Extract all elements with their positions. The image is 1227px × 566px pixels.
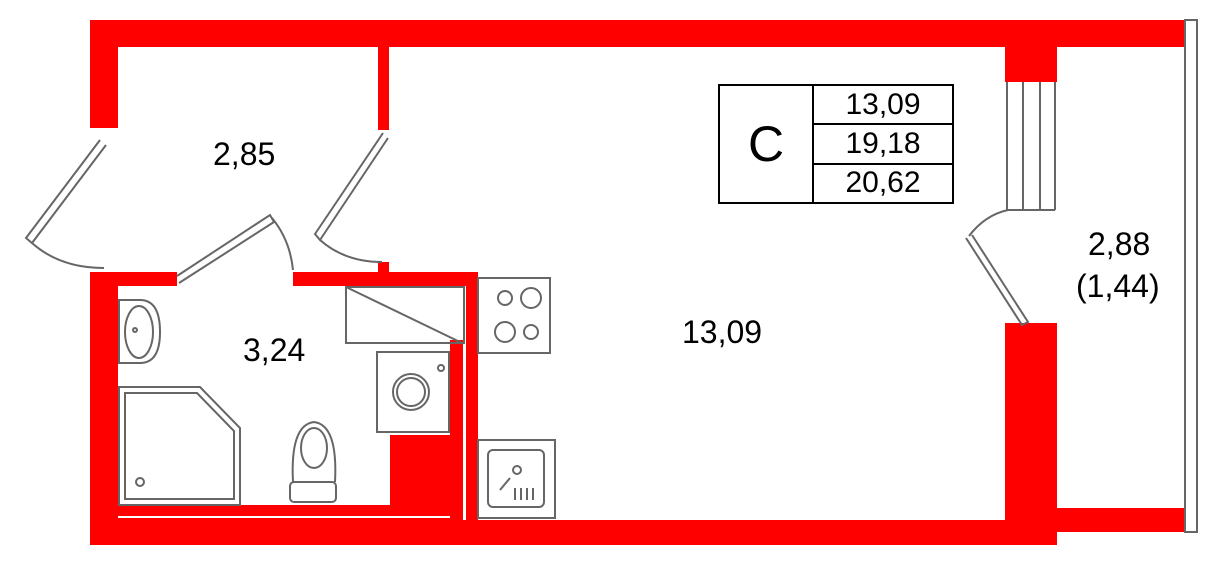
kitchen-sink-drain (512, 465, 522, 475)
room-door-swing (319, 239, 383, 263)
washing-machine-drum (392, 373, 430, 411)
wall-column-top (1005, 47, 1057, 82)
shower-tray-inner (124, 392, 235, 500)
total-with-balcony-value: 20,62 (845, 166, 921, 200)
living-area-value: 13,09 (814, 86, 952, 126)
wall-bathroom-floor (118, 505, 452, 522)
toilet-bowl (291, 420, 337, 483)
bathroom-cabinet (345, 286, 465, 344)
kitchen-sink-bowl (487, 449, 545, 508)
wall-balcony-bottom (1057, 508, 1185, 532)
sink-drain (132, 327, 138, 333)
stove-burners (494, 287, 542, 343)
shower-drain (135, 477, 145, 487)
balcony-reduced-area-label: (1,44) (1076, 268, 1160, 304)
balcony-door (965, 234, 1030, 327)
wall-bathroom-right (466, 272, 478, 522)
sink-bowl (124, 305, 154, 359)
wall-left-upper (90, 20, 118, 128)
total-area-value: 19,18 (814, 125, 952, 165)
washing-machine-knob (437, 364, 445, 372)
room-door (313, 132, 389, 242)
entrance-door-swing (31, 242, 105, 269)
fixtures (24, 19, 1198, 533)
wall-column-bottom (1005, 323, 1057, 545)
sink (118, 299, 162, 364)
bathroom-area-label: 3,24 (243, 332, 306, 368)
living-room-area-label: 13,09 (682, 314, 763, 350)
wall-bathroom-left (90, 272, 118, 522)
bathroom-door-swing (271, 217, 294, 271)
cabinet-diagonal (345, 286, 463, 344)
balcony-window (1006, 82, 1056, 211)
wall-stub (378, 262, 389, 274)
wall-bottom (90, 520, 1057, 545)
walls (90, 20, 1185, 545)
kitchen-sink (477, 439, 556, 519)
wall-bathroom-top-left (90, 272, 177, 286)
balcony-area-label: 2,88 (1088, 226, 1151, 262)
apartment-type: С (720, 86, 814, 202)
toilet-tank (289, 481, 337, 503)
wall-bathroom-top-right (293, 272, 478, 286)
wall-bathroom-inner (450, 340, 463, 522)
bathroom-door (176, 213, 276, 284)
wall-shaft (390, 435, 452, 507)
balcony-railing (1184, 19, 1198, 533)
stove (477, 277, 551, 354)
washing-machine-drum-inner (396, 377, 426, 407)
washing-machine (376, 351, 450, 433)
area-legend: С 13,09 19,18 20,62 (718, 84, 954, 204)
balcony-door-swing (968, 209, 1009, 237)
toilet-seat (300, 427, 328, 469)
hallway-area-label: 2,85 (213, 136, 276, 172)
wall-top (90, 20, 1185, 47)
kitchen-sink-faucet (499, 477, 534, 500)
shower-tray (118, 386, 241, 506)
entrance-door (24, 139, 107, 245)
wall-partition (378, 47, 389, 130)
